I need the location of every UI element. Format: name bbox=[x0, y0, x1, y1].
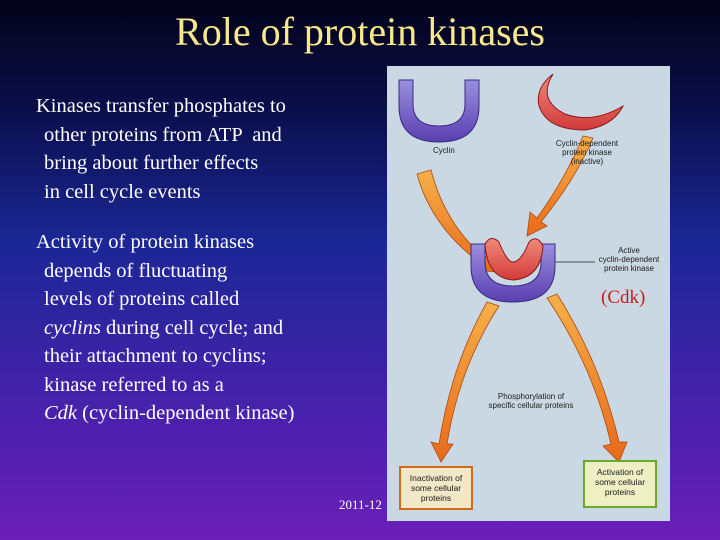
cyclin-label: Cyclin bbox=[433, 146, 455, 155]
active-label-line3: protein kinase bbox=[604, 264, 654, 273]
inactive-label-line2: protein kinase bbox=[562, 148, 612, 157]
cyclin-shape-complex bbox=[470, 243, 556, 303]
phos-label-line1: Phosphorylation of bbox=[497, 392, 565, 401]
para2-line6: kinase referred to as a bbox=[44, 373, 224, 396]
active-kinase-label: Active cyclin-dependent protein kinase bbox=[591, 246, 667, 273]
kinase-shape-active bbox=[484, 238, 544, 281]
inactivation-line3: proteins bbox=[420, 493, 452, 503]
para2-line3: levels of proteins called bbox=[44, 288, 240, 310]
para2-line4-rest: during cell cycle; and bbox=[100, 316, 284, 339]
para2-line7-rest: (cyclin-dependent kinase) bbox=[77, 402, 295, 424]
paragraph-activity: Activity of protein kinases depends of f… bbox=[36, 228, 294, 428]
para2-line1: Activity of protein kinases bbox=[36, 231, 255, 253]
cyclins-emphasis: cyclins bbox=[44, 316, 101, 339]
phos-label-line2: specific cellular proteins bbox=[488, 401, 574, 410]
phosphorylation-label: Phosphorylation of specific cellular pro… bbox=[471, 392, 591, 410]
cyclin-shape-top bbox=[398, 79, 480, 143]
activation-line3: proteins bbox=[604, 487, 636, 497]
slide-footer-date: 2011-12 bbox=[339, 497, 382, 512]
cdk-emphasis: Cdk bbox=[44, 402, 78, 424]
inactivation-line1: Inactivation of bbox=[409, 473, 463, 483]
kinase-diagram-figure: Cyclin Cyclin-dependent protein kinase (… bbox=[387, 66, 670, 521]
activation-line1: Activation of bbox=[596, 467, 644, 477]
kinase-shape-inactive bbox=[537, 73, 625, 131]
para1-line2: other proteins from ATP and bbox=[44, 123, 282, 146]
para2-line7: Cdk (cyclin-dependent kinase) bbox=[36, 399, 294, 428]
para2-line5: their attachment to cyclins; bbox=[44, 345, 267, 367]
para1-line3: bring about further effects bbox=[44, 152, 259, 174]
cdk-annotation: (Cdk) bbox=[601, 287, 646, 308]
para1-line4: in cell cycle events bbox=[44, 180, 201, 203]
para2-line4: cyclins during cell cycle; and bbox=[36, 314, 294, 343]
kinase-diagram-svg bbox=[398, 73, 628, 463]
activation-box: Activation of some cellular proteins bbox=[583, 460, 657, 508]
inactivation-line2: some cellular bbox=[410, 483, 462, 493]
inactive-label-line3: (inactive) bbox=[570, 157, 604, 166]
slide-title: Role of protein kinases bbox=[175, 9, 545, 54]
inactive-kinase-label: Cyclin-dependent protein kinase (inactiv… bbox=[547, 139, 627, 166]
active-label-line2: cyclin-dependent bbox=[598, 255, 660, 264]
inactive-label-line1: Cyclin-dependent bbox=[555, 139, 619, 148]
activation-line2: some cellular bbox=[594, 477, 646, 487]
arrow-to-inactivation bbox=[430, 301, 500, 463]
active-label-line1: Active bbox=[618, 246, 640, 255]
para2-line2: depends of fluctuating bbox=[44, 259, 228, 282]
para1-line1: Kinases transfer phosphates to bbox=[36, 95, 286, 117]
arrow-to-activation bbox=[546, 293, 628, 463]
paragraph-kinases: Kinases transfer phosphates to other pro… bbox=[36, 92, 286, 206]
arrow-kinase-to-complex bbox=[526, 135, 594, 237]
inactivation-box: Inactivation of some cellular proteins bbox=[399, 466, 473, 510]
